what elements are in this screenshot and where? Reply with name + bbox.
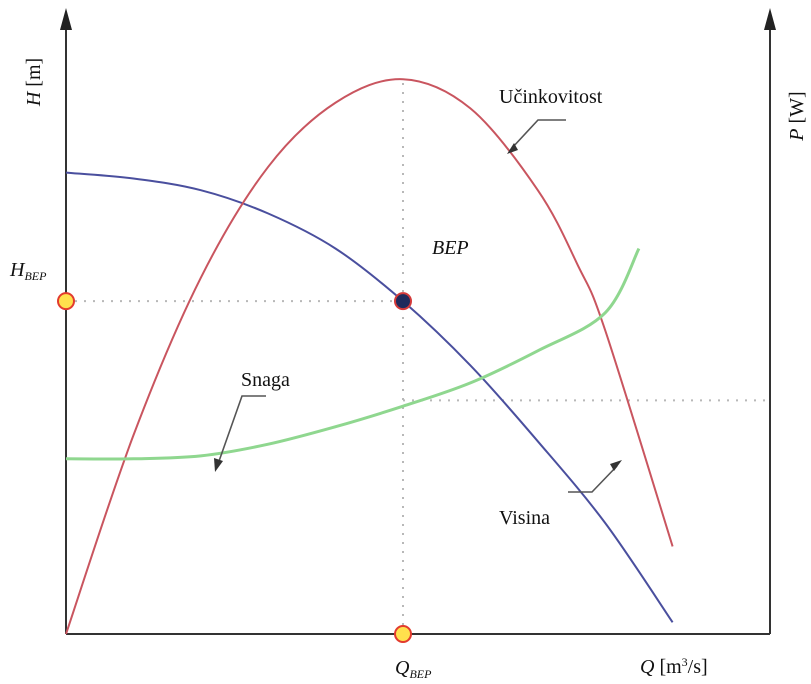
series-label-visina: Visina (499, 507, 550, 529)
series-line-visina (65, 171, 674, 623)
series-line-snaga (65, 247, 641, 461)
series-label-snaga: Snaga (241, 369, 290, 391)
series-group (65, 78, 674, 635)
series-label-ucinkovitost: Učinkovitost (499, 86, 603, 108)
pointer-arrow-visina (568, 460, 622, 493)
q-bep-marker (394, 625, 412, 643)
series-line-ucinkovitost (65, 78, 674, 635)
y-axis-left-label: H [m] (23, 58, 45, 107)
h-bep-marker (57, 292, 75, 311)
q-bep-label: QBEP (395, 657, 432, 681)
y-axis-left-arrow (60, 8, 72, 30)
markers (57, 292, 412, 643)
bep-point-marker (394, 292, 412, 311)
guide-lines (66, 79, 770, 634)
x-axis-label: Q [m3/s] (640, 655, 708, 678)
pointer-arrow-ucinkovitost (507, 119, 566, 154)
pointer-arrow-snaga (214, 395, 266, 472)
y-axis-right-arrow (764, 8, 776, 30)
bep-label: BEP (432, 237, 469, 259)
y-axis-right-label: P [W] (786, 91, 808, 141)
h-bep-label: HBEP (9, 259, 47, 283)
axes (60, 8, 776, 635)
